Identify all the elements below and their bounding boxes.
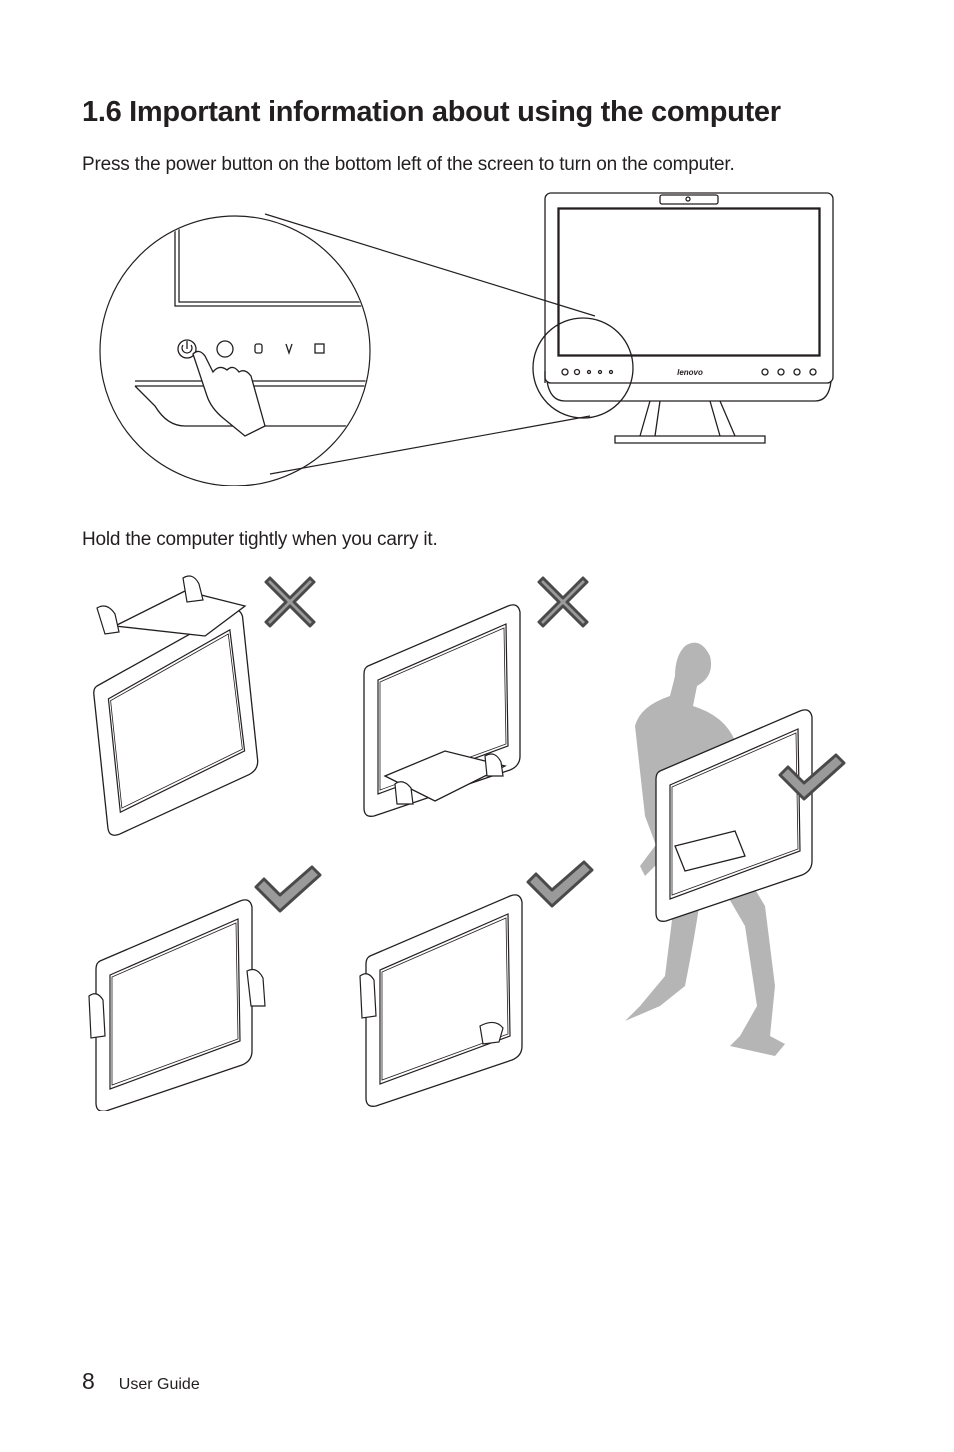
carrying-illustration [85, 575, 846, 1111]
wrong-hold-bottom [363, 604, 521, 817]
hand-pressing-icon [192, 350, 266, 437]
brand-logo: lenovo [677, 368, 703, 377]
power-button-illustration: lenovo [99, 192, 834, 486]
check-mark-icon [778, 753, 846, 801]
person-carrying-silhouette [625, 642, 813, 1056]
page-number: 8 [82, 1368, 95, 1394]
power-icon [181, 341, 193, 354]
power-instruction: Press the power button on the bottom lef… [82, 154, 735, 175]
correct-hold-sides-1 [88, 899, 266, 1111]
section-heading: 1.6 Important information about using th… [82, 96, 781, 128]
check-mark-icon [254, 865, 322, 913]
carry-instruction: Hold the computer tightly when you carry… [82, 529, 438, 550]
wrong-hold-top [85, 575, 265, 837]
document-name: User Guide [118, 1376, 200, 1393]
x-mark-icon [537, 576, 589, 628]
check-mark-icon [526, 860, 594, 908]
correct-hold-sides-2 [359, 894, 523, 1107]
page-footer: 8 User Guide [82, 1368, 200, 1395]
x-mark-icon [264, 576, 316, 628]
